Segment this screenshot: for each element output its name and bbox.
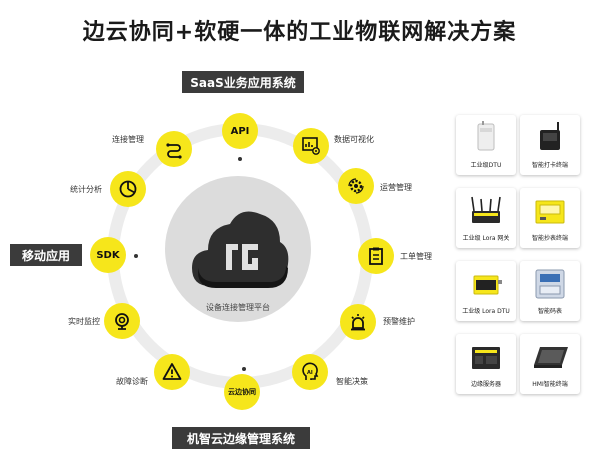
warning-node: [340, 304, 376, 340]
edge-text: 云边协同: [228, 388, 256, 396]
monitor-node: [104, 303, 140, 339]
product-card: 工业级 Lora DTU: [456, 261, 516, 321]
smart-meter-icon: [535, 269, 565, 299]
punch-terminal-icon: [540, 122, 560, 150]
product-card: 智能打卡终端: [520, 115, 580, 175]
sdk-node: SDK: [90, 237, 126, 273]
lora-gateway-icon: [471, 196, 501, 223]
platform-label: 设备连接管理平台: [206, 303, 270, 312]
ops-label: 运营管理: [380, 183, 412, 192]
page-title: 边云协同+软硬一体的工业物联网解决方案: [82, 20, 517, 45]
ai-head-icon: AI: [302, 362, 319, 380]
product-name: 智能码表: [537, 308, 562, 315]
monitor-label: 实时监控: [68, 317, 100, 326]
saas-label: SaaS业务应用系统: [182, 71, 304, 93]
stats-label: 统计分析: [70, 185, 102, 194]
ai-label: 智能决策: [336, 377, 368, 386]
product-card: 智能抄表终端: [520, 188, 580, 248]
camera-icon: [115, 313, 129, 330]
dtu-device-icon: [477, 121, 495, 151]
workorder-node: [358, 238, 394, 274]
alarm-light-icon: [351, 314, 365, 331]
fault-label: 故障诊断: [116, 377, 148, 386]
product-name: 智能抄表终端: [531, 235, 568, 242]
svg-text:AI: AI: [307, 370, 313, 376]
sdk-text: SDK: [96, 249, 120, 261]
stats-node: [110, 171, 146, 207]
edge-server-icon: [472, 347, 500, 369]
ops-node: [338, 168, 374, 204]
product-card: 智能码表: [520, 261, 580, 321]
data-screen-icon: [302, 137, 320, 155]
product-name: 工业级DTU: [470, 162, 502, 169]
visual-node: [293, 128, 329, 164]
connect-node: [156, 131, 192, 167]
lora-dtu-icon: [473, 275, 502, 295]
product-name: 工业级 Lora DTU: [462, 308, 510, 315]
product-card: 工业级DTU: [456, 115, 516, 175]
api-node: API: [222, 113, 258, 149]
warning-label: 预警维护: [383, 317, 415, 326]
connect-label: 连接管理: [112, 135, 144, 144]
product-card: HMI智能终端: [520, 334, 580, 394]
edge-node: 云边协同: [224, 374, 260, 410]
sdk-dot: [134, 254, 138, 258]
edge-system-label: 机智云边缘管理系统: [172, 427, 310, 449]
clipboard-icon: [369, 247, 383, 265]
mobile-app-label: 移动应用: [10, 244, 82, 266]
meter-terminal-icon: [535, 200, 565, 224]
product-card: 边缘服务器: [456, 334, 516, 394]
hmi-terminal-icon: [534, 347, 568, 368]
cloud-logo-icon: [192, 211, 289, 288]
pie-chart-icon: [119, 180, 137, 198]
api-text: API: [230, 125, 250, 137]
ai-node: AI: [292, 354, 328, 390]
link-icon: [166, 143, 182, 159]
edge-dot: [242, 367, 246, 371]
product-card: 工业级 Lora 网关: [456, 188, 516, 248]
product-name: 工业级 Lora 网关: [462, 235, 510, 242]
api-dot: [238, 157, 242, 161]
product-name: 智能打卡终端: [531, 162, 568, 169]
product-name: 边缘服务器: [470, 381, 501, 388]
fault-node: [154, 354, 190, 390]
visual-label: 数据可视化: [334, 135, 374, 144]
gear-icon: [348, 178, 364, 194]
warning-triangle-icon: [162, 363, 182, 380]
product-name: HMI智能终端: [532, 381, 568, 388]
workorder-label: 工单管理: [400, 252, 432, 261]
